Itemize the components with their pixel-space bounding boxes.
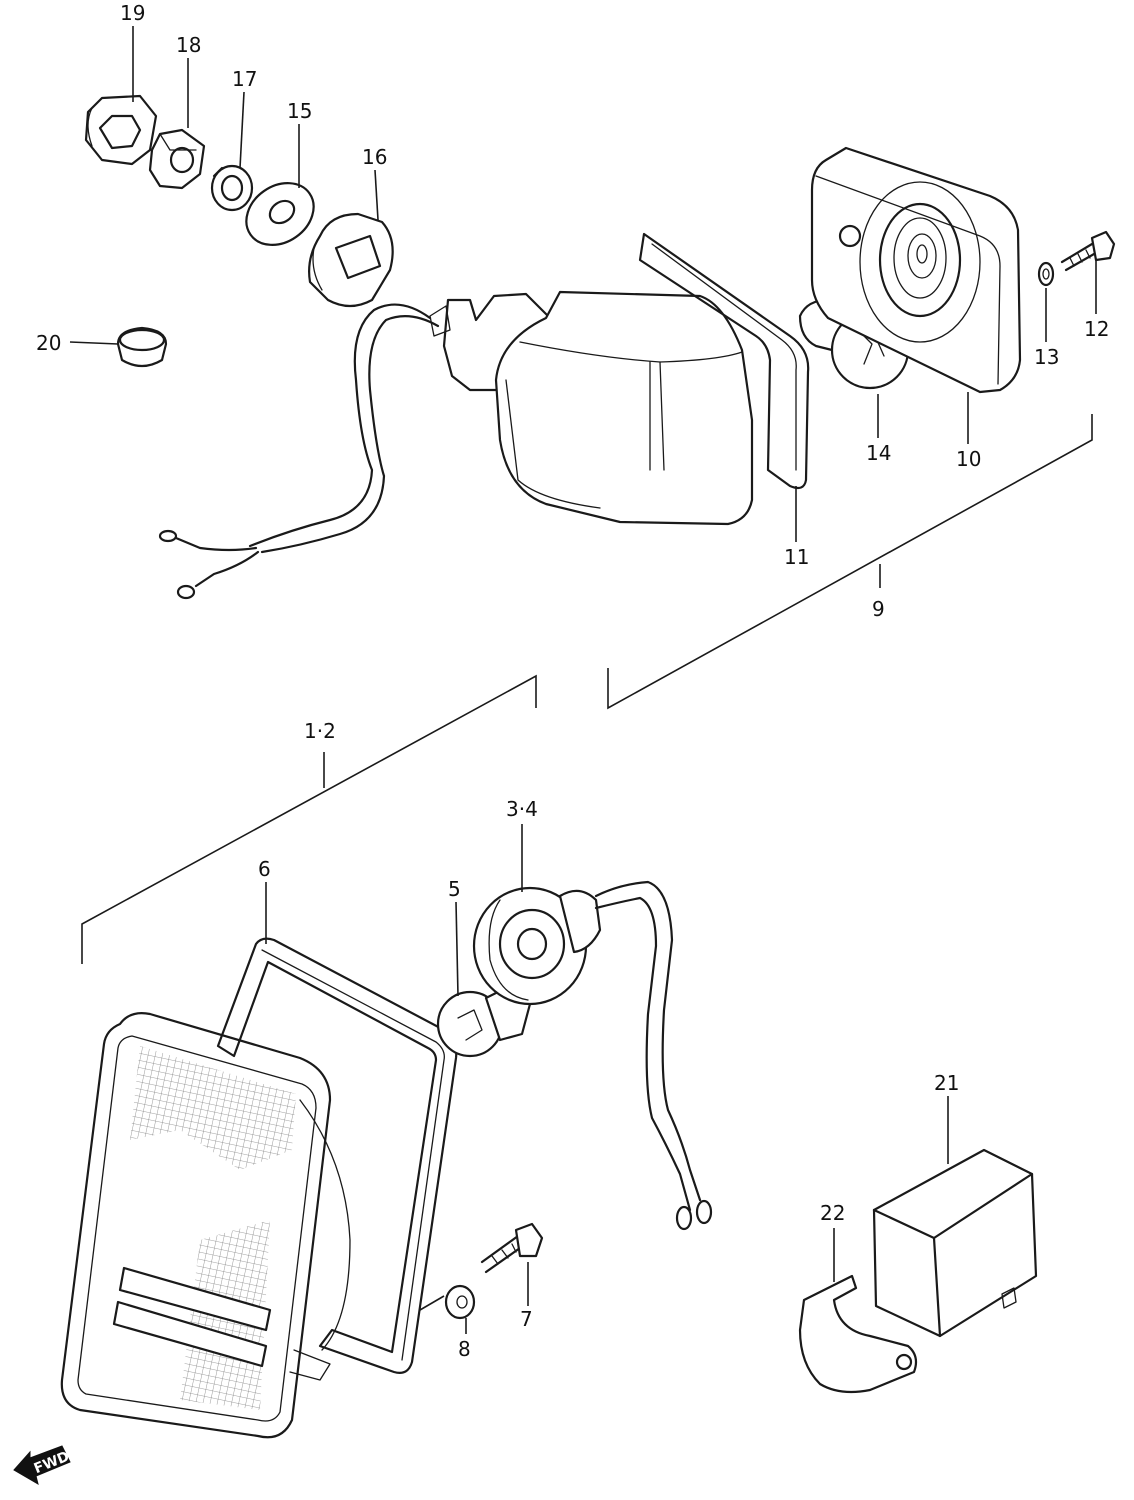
part-22-bracket: [798, 1274, 918, 1394]
callout-9: 9: [872, 597, 885, 621]
part-18-nut: [148, 128, 206, 190]
rear-leader-lines: [69, 26, 1097, 542]
part-19-mounting-bolt: [84, 94, 158, 166]
callout-14: 14: [866, 441, 891, 465]
callout-12: 12: [1084, 317, 1109, 341]
front-leader-lines: [265, 824, 529, 1334]
callout-labels: 19 18 17 15 16 20 12 13 14 10 11 9 1·2 3…: [36, 1, 1109, 1361]
callout-5: 5: [448, 877, 461, 901]
part-7-screw: [480, 1222, 544, 1274]
assembly-bracket-1-2: [81, 674, 537, 964]
callout-17: 17: [232, 67, 257, 91]
callout-22: 22: [820, 1201, 845, 1225]
part-12-screw: [1060, 230, 1116, 272]
assembly-bracket-9: [607, 414, 1093, 710]
front-signal-wiring: [594, 880, 713, 1231]
callout-11: 11: [784, 545, 809, 569]
part-17-lock-washer: [210, 164, 254, 212]
callout-15: 15: [287, 99, 312, 123]
callout-18: 18: [176, 33, 201, 57]
rear-signal-housing: [429, 290, 754, 526]
part-11-gasket: [638, 232, 810, 490]
part-20-cap: [116, 326, 168, 368]
fwd-direction-marker: FWD: [13, 1445, 72, 1486]
callout-19: 19: [120, 1, 145, 25]
callout-7: 7: [520, 1307, 533, 1331]
part-16-grommet: [308, 212, 394, 308]
part-15-washer: [245, 182, 315, 246]
part-6-gasket: [216, 937, 458, 1374]
relay-leader-lines: [833, 1096, 949, 1282]
part-1-2-front-lens: [60, 1012, 351, 1439]
callout-21: 21: [934, 1071, 959, 1095]
callout-10: 10: [956, 447, 981, 471]
callout-16: 16: [362, 145, 387, 169]
part-21-relay: [872, 1148, 1038, 1338]
callout-1-2: 1·2: [304, 719, 336, 743]
callout-8: 8: [458, 1337, 471, 1361]
callout-6: 6: [258, 857, 271, 881]
part-3-4-socket: [472, 886, 602, 1006]
rear-signal-wiring: [158, 303, 440, 600]
callout-13: 13: [1034, 345, 1059, 369]
part-13-washer: [1037, 261, 1055, 287]
callout-3-4: 3·4: [506, 797, 538, 821]
part-10-lens: [810, 146, 1022, 394]
callout-20: 20: [36, 331, 61, 355]
part-8-washer: [444, 1284, 476, 1320]
